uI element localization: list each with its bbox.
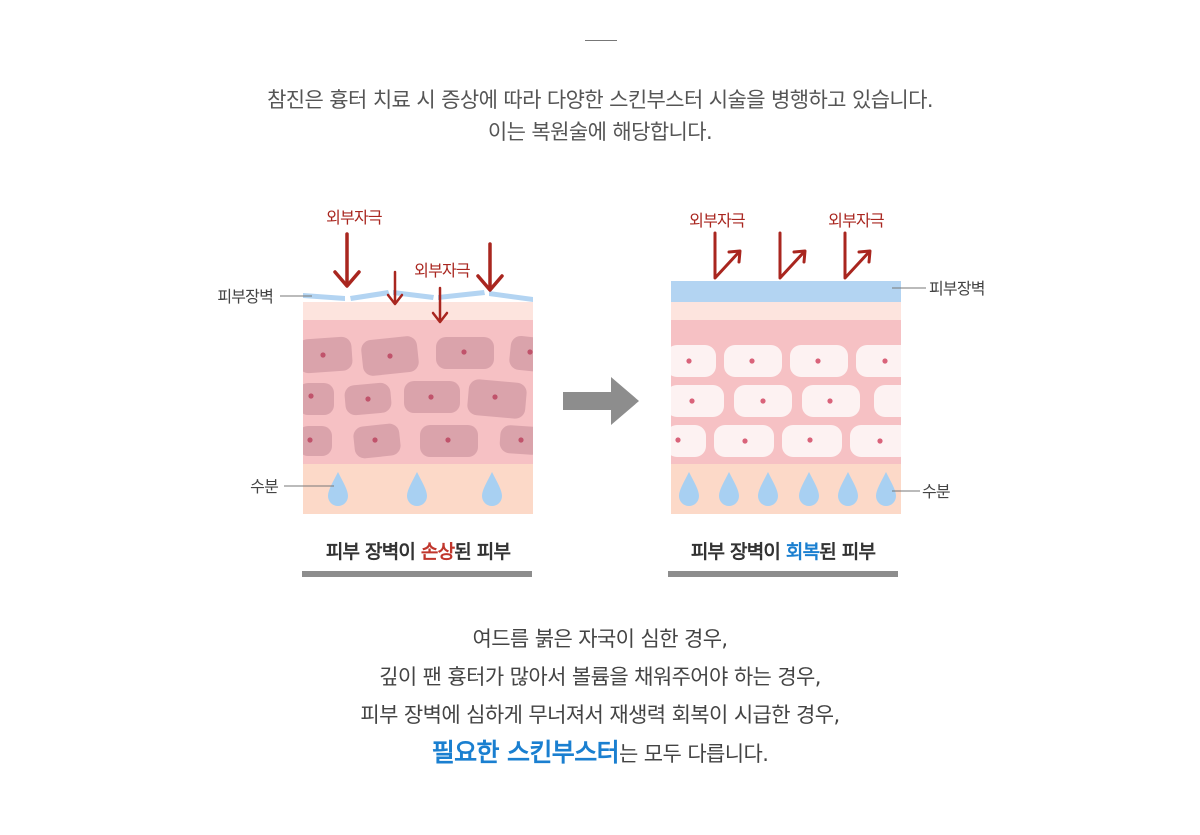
outro-line-4-rest: 는 모두 다릅니다. xyxy=(619,742,769,766)
right-stimulus-label-2: 외부자극 xyxy=(828,211,884,230)
damaged-cells xyxy=(303,335,533,459)
damaged-skin-diagram: 외부자극 외부자극 피부장벽 수분 xyxy=(217,208,533,514)
outro-line-1: 여드름 붉은 자국이 심한 경우, xyxy=(472,627,728,651)
moisture-layer xyxy=(671,464,901,514)
outro-line-2: 깊이 팬 흉터가 많아서 볼륨을 채워주어야 하는 경우, xyxy=(379,665,821,689)
deflected-stimulus-arrows xyxy=(713,231,872,280)
right-barrier-label: 피부장벽 xyxy=(929,279,985,298)
left-caption-highlight: 손상 xyxy=(420,541,455,563)
right-caption-pre: 피부 장벽이 xyxy=(690,541,786,563)
intro-line-2: 이는 복원술에 해당합니다. xyxy=(487,120,713,144)
left-moisture-label: 수분 xyxy=(250,477,278,496)
skin-comparison-figure: 외부자극 외부자극 피부장벽 수분 xyxy=(0,190,1200,590)
right-caption: 피부 장벽이 회복된 피부 xyxy=(668,537,898,564)
right-caption-highlight: 회복 xyxy=(785,541,820,563)
epidermis-top-layer xyxy=(671,302,901,322)
recovered-skin-diagram: 외부자극 외부자극 피부장벽 수분 xyxy=(671,211,985,514)
left-stimulus-label-2: 외부자극 xyxy=(414,261,470,280)
right-caption-post: 된 피부 xyxy=(819,541,876,563)
top-divider xyxy=(585,40,617,41)
left-stimulus-label-1: 외부자극 xyxy=(326,208,382,227)
left-caption-post: 된 피부 xyxy=(454,541,511,563)
moisture-droplets xyxy=(679,472,896,506)
intro-line-1: 참진은 흉터 치료 시 증상에 따라 다양한 스킨부스터 시술을 병행하고 있습… xyxy=(267,88,933,112)
stimulus-arrows xyxy=(333,232,504,324)
epidermis-top-layer xyxy=(303,302,533,322)
right-caption-underline xyxy=(668,571,898,577)
healthy-cells xyxy=(671,345,901,457)
right-moisture-label: 수분 xyxy=(922,482,950,501)
left-barrier-label: 피부장벽 xyxy=(217,287,273,306)
left-caption: 피부 장벽이 손상된 피부 xyxy=(303,537,533,564)
outro-line-4: 필요한 스킨부스터는 모두 다릅니다. xyxy=(0,734,1200,773)
broken-barrier xyxy=(303,290,533,302)
intro-text: 참진은 흉터 치료 시 증상에 따라 다양한 스킨부스터 시술을 병행하고 있습… xyxy=(0,84,1200,148)
outro-highlight: 필요한 스킨부스터 xyxy=(431,738,620,767)
right-stimulus-label-1: 외부자극 xyxy=(689,211,745,230)
moisture-droplets xyxy=(328,472,502,506)
healthy-barrier xyxy=(671,281,901,302)
transition-arrow-icon xyxy=(563,377,639,425)
outro-text: 여드름 붉은 자국이 심한 경우, 깊이 팬 흉터가 많아서 볼륨을 채워주어야… xyxy=(0,620,1200,773)
left-caption-underline xyxy=(302,571,532,577)
left-caption-pre: 피부 장벽이 xyxy=(325,541,421,563)
skin-diagram: 외부자극 외부자극 피부장벽 수분 xyxy=(217,208,985,514)
outro-line-3: 피부 장벽에 심하게 무너져서 재생력 회복이 시급한 경우, xyxy=(360,703,840,727)
